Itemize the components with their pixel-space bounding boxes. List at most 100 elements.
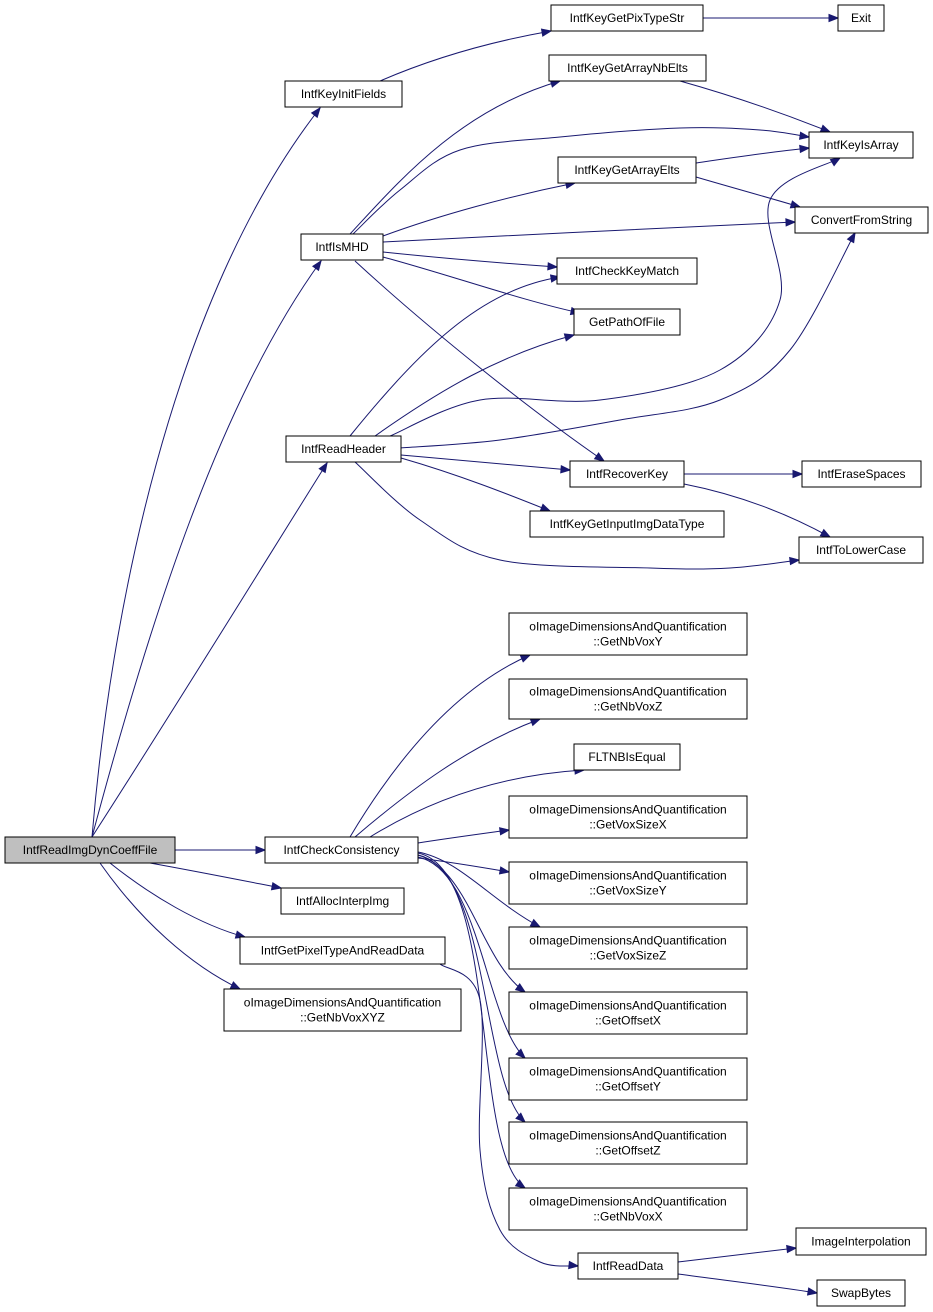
node-getoffsetz[interactable]: oImageDimensionsAndQuantification::GetOf… — [508, 1121, 748, 1165]
node-initfields[interactable]: IntfKeyInitFields — [284, 80, 403, 108]
edge-line — [439, 963, 579, 1267]
node-label: oImageDimensionsAndQuantification — [529, 620, 726, 634]
arrowhead-icon — [540, 28, 553, 37]
edge-line — [382, 251, 558, 268]
node-erasespaces[interactable]: IntfEraseSpaces — [801, 460, 922, 488]
edge-root-to-ismhd — [91, 259, 322, 838]
node-label: oImageDimensionsAndQuantification — [244, 996, 441, 1010]
node-swapbytes[interactable]: SwapBytes — [816, 1279, 906, 1307]
node-recoverkey[interactable]: IntfRecoverKey — [569, 460, 685, 488]
node-box — [798, 536, 924, 564]
node-tolowercase[interactable]: IntfToLowerCase — [798, 536, 924, 564]
edge-root-to-readheader — [91, 461, 328, 838]
node-pixtypestr[interactable]: IntfKeyGetPixTypeStr — [550, 4, 704, 32]
node-label: ImageInterpolation — [811, 1235, 910, 1249]
edge-line — [99, 862, 241, 990]
edge-line — [349, 276, 561, 437]
node-label: ::GetOffsetX — [595, 1014, 661, 1028]
node-getpixeltype[interactable]: IntfGetPixelTypeAndReadData — [239, 936, 446, 965]
node-box — [508, 991, 748, 1035]
node-box — [573, 743, 681, 771]
edge-ismhd-to-checkkeymatch — [382, 251, 559, 271]
arrowhead-icon — [806, 1287, 819, 1296]
node-root[interactable]: IntfReadImgDynCoeffFile — [4, 836, 176, 864]
node-box — [223, 988, 462, 1032]
node-readheader[interactable]: IntfReadHeader — [285, 435, 402, 463]
arrowhead-icon — [828, 13, 840, 23]
node-fltnbisequal[interactable]: FLTNBIsEqual — [573, 743, 681, 771]
node-box — [794, 206, 929, 234]
node-label: IntfIsMHD — [315, 240, 369, 254]
edge-ismhd-to-isarray — [352, 127, 811, 235]
arrowhead-icon — [514, 1179, 527, 1189]
edge-getpixeltype-to-readdata — [439, 963, 580, 1270]
node-label: ConvertFromString — [811, 213, 912, 227]
node-label: oImageDimensionsAndQuantification — [529, 685, 726, 699]
node-label: GetPathOfFile — [589, 315, 665, 329]
node-box — [808, 131, 914, 159]
node-label: IntfKeyGetInputImgDataType — [550, 517, 705, 531]
node-label: IntfGetPixelTypeAndReadData — [261, 944, 425, 958]
node-allocinterpimg[interactable]: IntfAllocInterpImg — [280, 887, 405, 915]
node-box — [837, 4, 885, 32]
node-readdata[interactable]: IntfReadData — [577, 1252, 679, 1280]
arrowhead-icon — [539, 503, 552, 512]
node-ismhd[interactable]: IntfIsMHD — [300, 233, 384, 261]
node-box — [529, 510, 725, 538]
node-inputimgdatatype[interactable]: IntfKeyGetInputImgDataType — [529, 510, 725, 538]
arrowhead-icon — [529, 718, 542, 727]
node-getvoxsizex[interactable]: oImageDimensionsAndQuantification::GetVo… — [508, 795, 748, 839]
node-getoffsetx[interactable]: oImageDimensionsAndQuantification::GetOf… — [508, 991, 748, 1035]
edge-readheader-to-convfromstring — [399, 231, 856, 449]
node-label: ::GetVoxSizeZ — [590, 949, 667, 963]
node-imageinterp[interactable]: ImageInterpolation — [795, 1227, 927, 1256]
node-label: ::GetVoxSizeY — [589, 884, 666, 898]
node-getnbvoxy[interactable]: oImageDimensionsAndQuantification::GetNb… — [508, 612, 748, 656]
node-box — [284, 80, 403, 108]
node-box — [816, 1279, 906, 1307]
node-arrayelts[interactable]: IntfKeyGetArrayElts — [557, 156, 697, 184]
arrowhead-icon — [829, 157, 842, 167]
edges-layer — [91, 13, 856, 1296]
node-checkconsistency[interactable]: IntfCheckConsistency — [264, 836, 419, 864]
node-label: IntfReadImgDynCoeffFile — [23, 843, 158, 857]
edge-checkconsistency-to-getvoxsizez — [417, 851, 542, 928]
node-label: IntfReadData — [593, 1259, 664, 1273]
node-getpathoffile[interactable]: GetPathOfFile — [573, 308, 681, 336]
node-getnbvoxz[interactable]: oImageDimensionsAndQuantification::GetNb… — [508, 678, 748, 720]
node-exit[interactable]: Exit — [837, 4, 885, 32]
edge-line — [354, 718, 541, 838]
edge-line — [354, 461, 800, 570]
edge-line — [109, 862, 246, 938]
node-box — [264, 836, 419, 864]
node-box — [577, 1252, 679, 1280]
edge-root-to-getpixeltype — [109, 862, 247, 939]
node-convfromstring[interactable]: ConvertFromString — [794, 206, 929, 234]
arrowhead-icon — [563, 333, 576, 342]
edge-line — [389, 157, 841, 437]
node-label: IntfKeyIsArray — [823, 138, 898, 152]
node-getvoxsizez[interactable]: oImageDimensionsAndQuantification::GetVo… — [508, 926, 748, 970]
node-box — [508, 795, 748, 839]
arrowhead-icon — [786, 1244, 798, 1254]
node-getnbvoxx[interactable]: oImageDimensionsAndQuantification::GetNb… — [508, 1187, 748, 1231]
node-checkkeymatch[interactable]: IntfCheckKeyMatch — [556, 257, 698, 285]
edge-arrayelts-to-convfromstring — [695, 176, 802, 209]
arrowhead-icon — [529, 918, 542, 928]
node-getoffsety[interactable]: oImageDimensionsAndQuantification::GetOf… — [508, 1057, 748, 1101]
node-getvoxsizey[interactable]: oImageDimensionsAndQuantification::GetVo… — [508, 861, 748, 905]
node-getnbvoxxyz[interactable]: oImageDimensionsAndQuantification::GetNb… — [223, 988, 462, 1032]
node-label: IntfAllocInterpImg — [296, 894, 389, 908]
node-box — [795, 1227, 927, 1256]
node-label: ::GetNbVoxX — [593, 1210, 662, 1224]
node-label: oImageDimensionsAndQuantification — [529, 1129, 726, 1143]
node-label: IntfToLowerCase — [816, 543, 906, 557]
edge-line — [382, 182, 576, 237]
edge-line — [679, 80, 831, 133]
node-arraynbelts[interactable]: IntfKeyGetArrayNbElts — [548, 54, 707, 82]
node-box — [548, 54, 707, 82]
edge-line — [677, 1273, 818, 1294]
node-isarray[interactable]: IntfKeyIsArray — [808, 131, 914, 159]
arrowhead-icon — [515, 1048, 527, 1059]
